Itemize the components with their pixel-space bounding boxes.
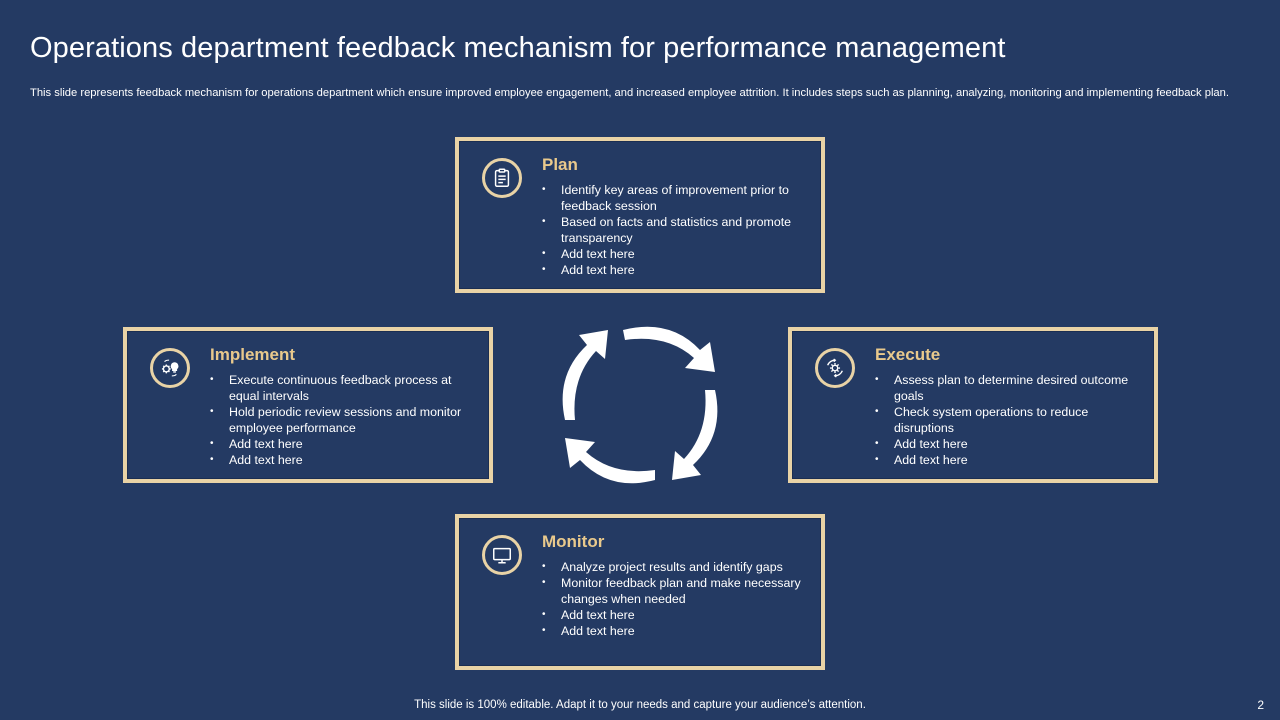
list-item: Based on facts and statistics and promot… [542, 214, 802, 246]
list-item: Add text here [210, 452, 470, 468]
cycle-arrow-right [672, 390, 718, 480]
plan-card: Plan Identify key areas of improvement p… [455, 137, 825, 293]
cycle-arrow-top [623, 326, 715, 372]
cycle-arrow-left [562, 330, 608, 420]
execute-card: Execute Assess plan to determine desired… [788, 327, 1158, 483]
execute-heading: Execute [875, 345, 941, 364]
list-item: Add text here [542, 607, 802, 623]
list-item: Assess plan to determine desired outcome… [875, 372, 1135, 404]
implement-list: Execute continuous feedback process at e… [210, 372, 470, 468]
cycle-arrow-bottom [565, 438, 655, 484]
list-item: Hold periodic review sessions and monito… [210, 404, 470, 436]
implement-heading: Implement [210, 345, 296, 364]
page-number: 2 [1257, 698, 1264, 712]
footer-note: This slide is 100% editable. Adapt it to… [414, 699, 866, 711]
list-item: Add text here [542, 246, 802, 262]
list-item: Execute continuous feedback process at e… [210, 372, 470, 404]
list-item: Monitor feedback plan and make necessary… [542, 575, 802, 607]
list-item: Analyze project results and identify gap… [542, 559, 802, 575]
list-item: Add text here [875, 452, 1135, 468]
slide-title: Operations department feedback mechanism… [30, 32, 1006, 64]
slide-subtitle: This slide represents feedback mechanism… [30, 87, 1229, 99]
monitor-list: Analyze project results and identify gap… [542, 559, 802, 639]
list-item: Check system operations to reduce disrup… [875, 404, 1135, 436]
gear-bulb-icon [150, 348, 190, 388]
gear-cycle-icon [815, 348, 855, 388]
monitor-icon [482, 535, 522, 575]
monitor-card: Monitor Analyze project results and iden… [455, 514, 825, 670]
implement-card: Implement Execute continuous feedback pr… [123, 327, 493, 483]
list-item: Add text here [875, 436, 1135, 452]
list-item: Add text here [542, 623, 802, 639]
monitor-heading: Monitor [542, 532, 605, 551]
list-item: Identify key areas of improvement prior … [542, 182, 802, 214]
plan-list: Identify key areas of improvement prior … [542, 182, 802, 278]
circular-arrows-icon [562, 326, 718, 484]
execute-list: Assess plan to determine desired outcome… [875, 372, 1135, 468]
plan-heading: Plan [542, 155, 578, 174]
list-item: Add text here [542, 262, 802, 278]
list-item: Add text here [210, 436, 470, 452]
clipboard-icon [482, 158, 522, 198]
